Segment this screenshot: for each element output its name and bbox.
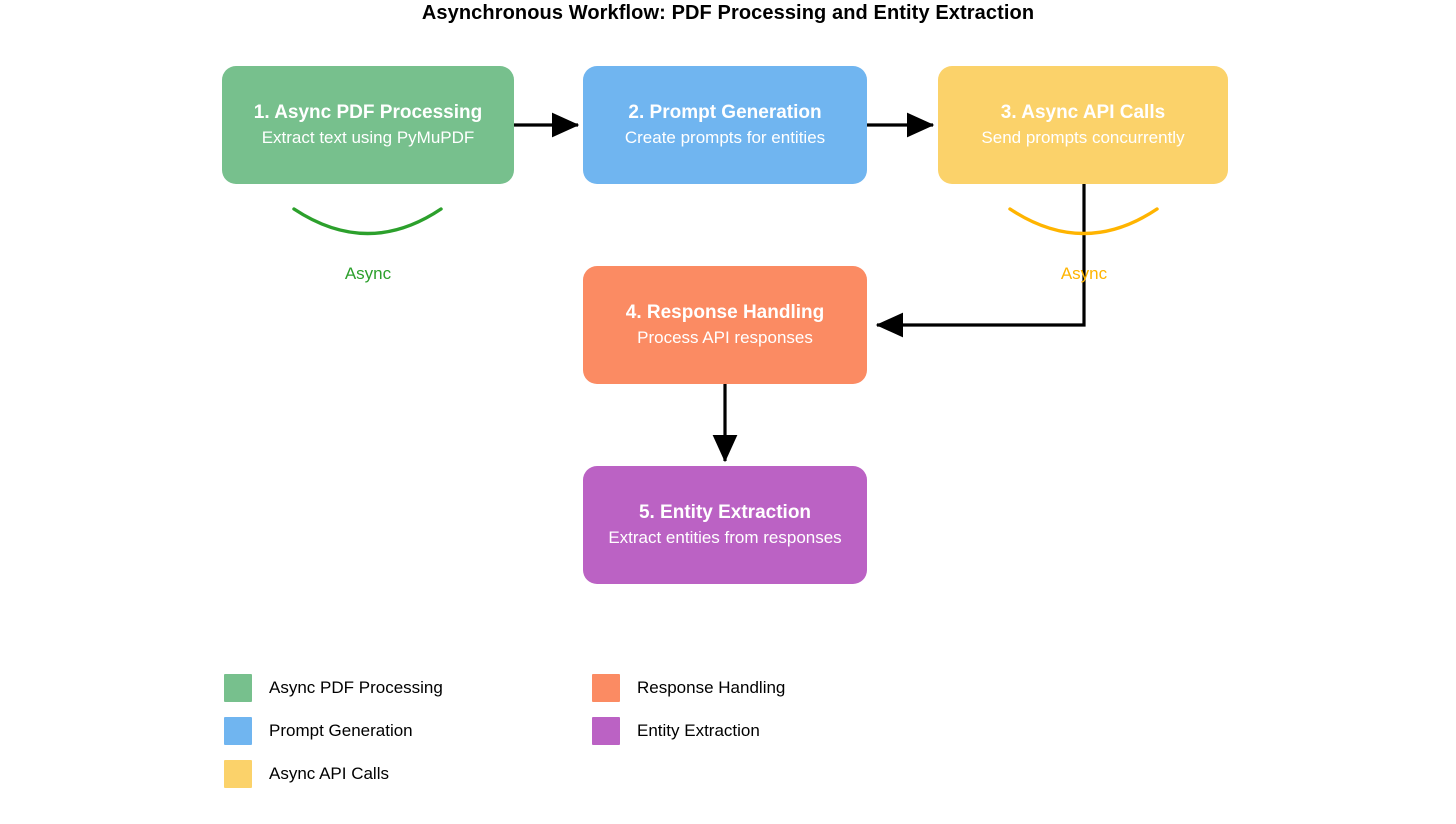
legend-label: Entity Extraction xyxy=(637,721,760,740)
legend-label: Async API Calls xyxy=(269,764,389,783)
arrow-node3-to-node4 xyxy=(875,184,1086,338)
page-title: Asynchronous Workflow: PDF Processing an… xyxy=(421,2,1035,24)
legend-column-right: Response Handling Entity Extraction xyxy=(592,674,785,760)
legend-swatch-icon xyxy=(224,717,252,745)
legend-label: Prompt Generation xyxy=(269,721,413,740)
legend-item-async-api-calls[interactable]: Async API Calls xyxy=(224,760,443,788)
node-subtitle: Process API responses xyxy=(637,327,813,347)
async-arc-yellow xyxy=(1008,207,1159,236)
legend-column-left: Async PDF Processing Prompt Generation A… xyxy=(224,674,443,803)
legend-label: Response Handling xyxy=(637,678,786,697)
node-async-pdf-processing[interactable]: 1. Async PDF Processing Extract text usi… xyxy=(222,66,514,184)
legend-swatch-icon xyxy=(592,717,620,745)
legend-item-async-pdf-processing[interactable]: Async PDF Processing xyxy=(224,674,443,702)
legend-swatch-icon xyxy=(224,760,252,788)
legend-label: Async PDF Processing xyxy=(269,678,443,697)
node-async-api-calls[interactable]: 3. Async API Calls Send prompts concurre… xyxy=(938,66,1228,184)
legend-item-response-handling[interactable]: Response Handling xyxy=(592,674,785,702)
node-title: 1. Async PDF Processing xyxy=(253,102,483,124)
node-response-handling[interactable]: 4. Response Handling Process API respons… xyxy=(583,266,867,384)
async-arc-green xyxy=(292,207,443,236)
node-title: 4. Response Handling xyxy=(625,302,825,324)
node-subtitle: Extract text using PyMuPDF xyxy=(261,127,475,147)
node-subtitle: Send prompts concurrently xyxy=(981,127,1185,147)
node-prompt-generation[interactable]: 2. Prompt Generation Create prompts for … xyxy=(583,66,867,184)
node-subtitle: Extract entities from responses xyxy=(608,527,842,547)
async-label-pdf-processing: Async xyxy=(344,264,392,283)
legend: Async PDF Processing Prompt Generation A… xyxy=(224,674,924,794)
node-title: 3. Async API Calls xyxy=(1000,102,1166,124)
legend-item-entity-extraction[interactable]: Entity Extraction xyxy=(592,717,785,745)
legend-swatch-icon xyxy=(224,674,252,702)
legend-item-prompt-generation[interactable]: Prompt Generation xyxy=(224,717,443,745)
node-title: 2. Prompt Generation xyxy=(628,102,822,124)
legend-swatch-icon xyxy=(592,674,620,702)
async-label-api-calls: Async xyxy=(1060,264,1108,283)
node-entity-extraction[interactable]: 5. Entity Extraction Extract entities fr… xyxy=(583,466,867,584)
node-title: 5. Entity Extraction xyxy=(638,502,812,524)
node-subtitle: Create prompts for entities xyxy=(624,127,826,147)
